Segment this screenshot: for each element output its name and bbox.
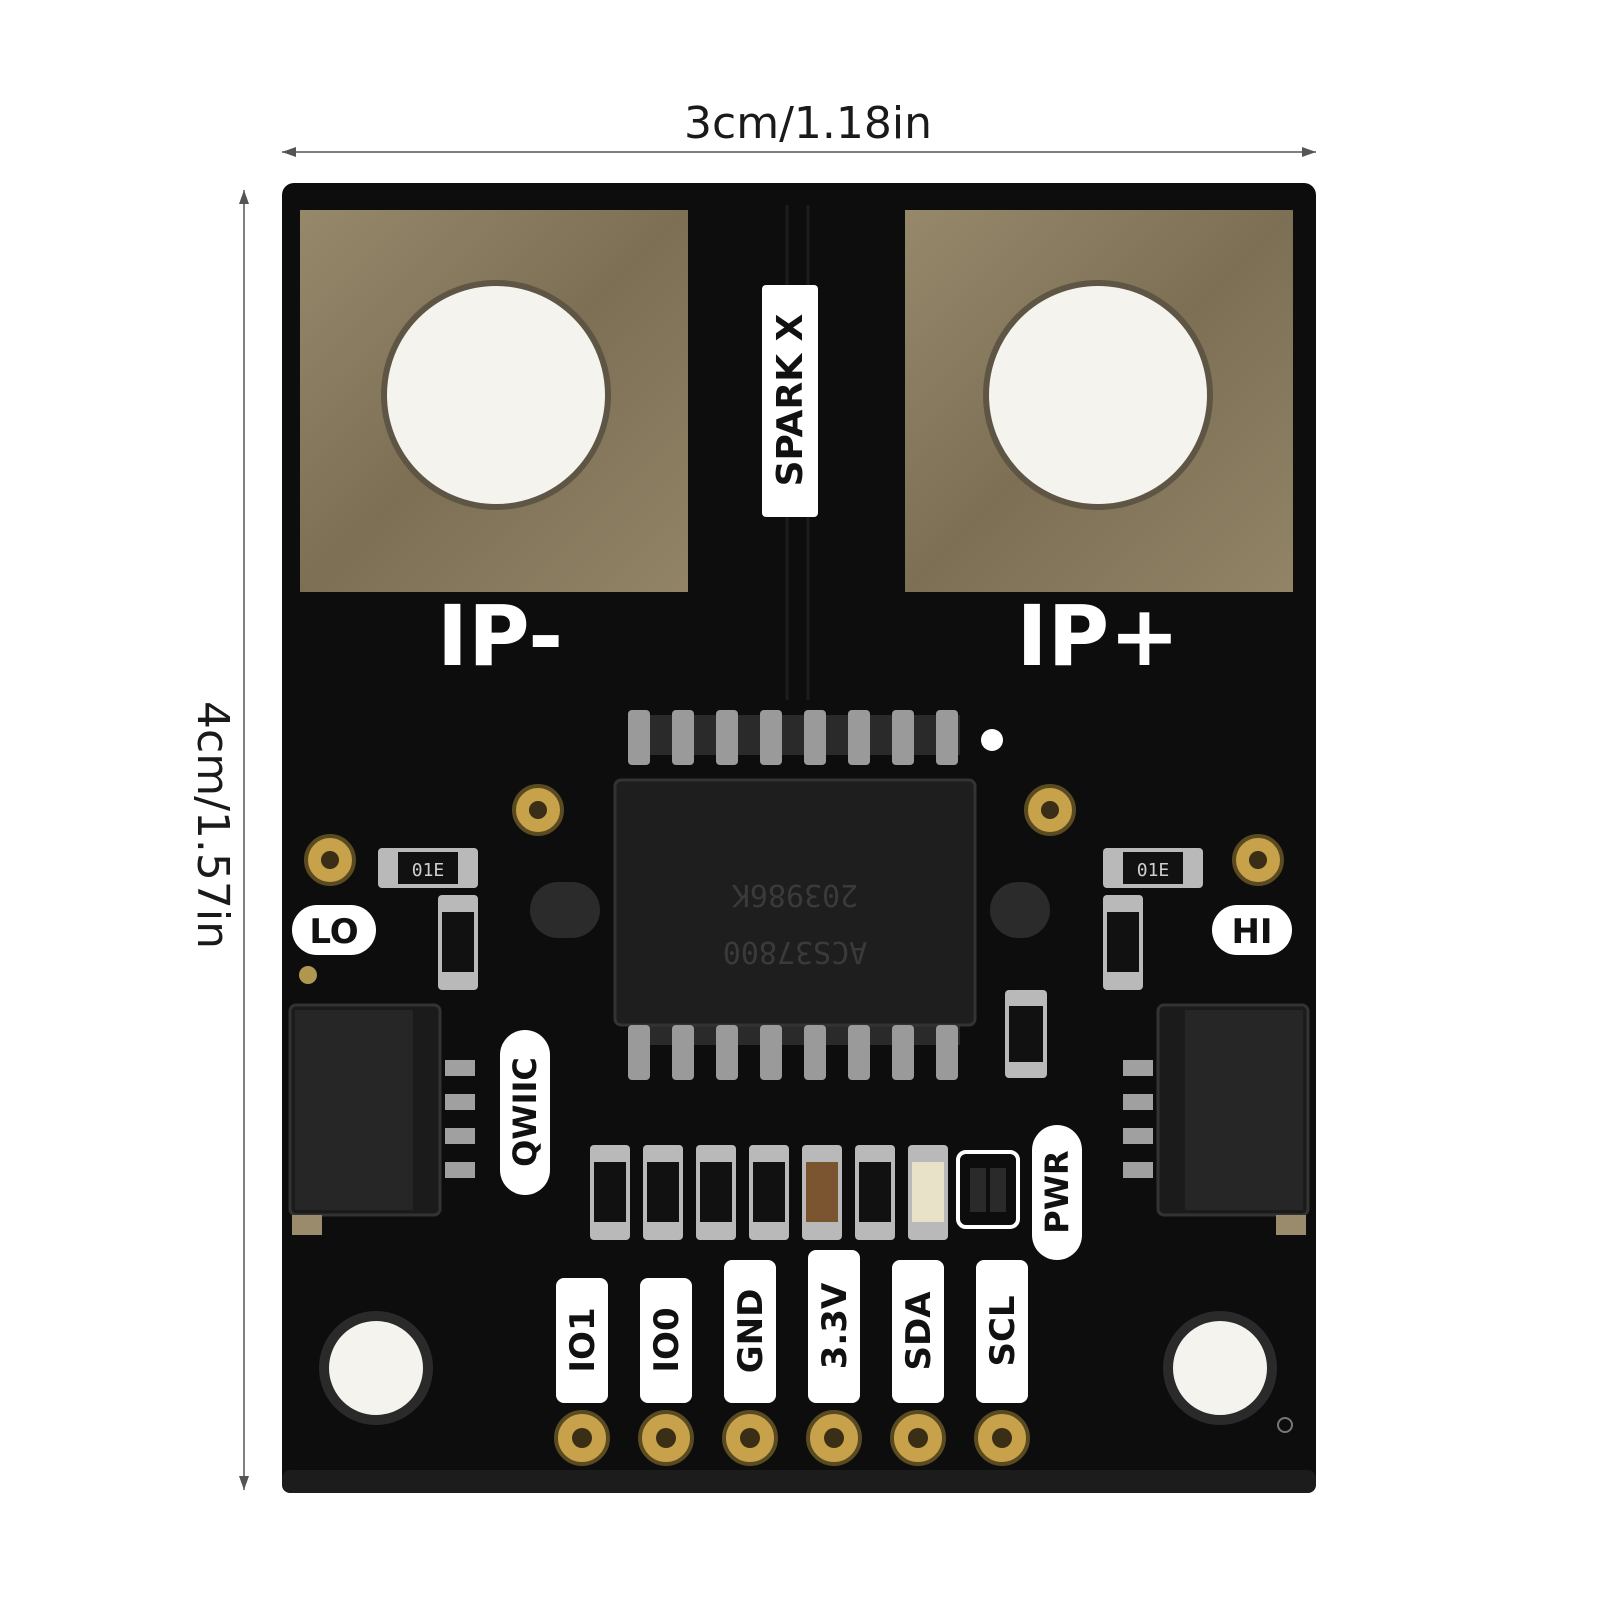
qwiic-connector-right [1123, 1003, 1310, 1235]
header-pins [554, 1410, 1030, 1466]
pin-label-gnd: GND [724, 1260, 776, 1403]
chip-leads-top [628, 710, 958, 765]
resistor-hi-horizontal: 01E [1103, 848, 1203, 888]
resistor-right-chip [1005, 990, 1047, 1078]
resistor-lo-vertical [438, 895, 478, 990]
pwr-badge: PWR [1032, 1125, 1082, 1260]
pin-labels: IO1 IO0 GND 3.3V SDA SCL [556, 1250, 1028, 1403]
svg-text:SCL: SCL [983, 1295, 1023, 1366]
svg-text:SDA: SDA [899, 1291, 939, 1371]
sparkx-logo: SPARK X [762, 285, 818, 517]
width-label: 3cm/1.18in [684, 98, 932, 149]
mounting-hole-left [319, 1311, 433, 1425]
svg-text:IO0: IO0 [647, 1307, 687, 1372]
resistor-hi-vertical [1103, 895, 1143, 990]
pin-label-3v3: 3.3V [808, 1250, 860, 1403]
qwiic-connector-left [288, 1003, 475, 1235]
svg-text:IO1: IO1 [563, 1307, 603, 1372]
svg-text:3.3V: 3.3V [815, 1282, 855, 1369]
pin-label-io1: IO1 [556, 1278, 608, 1403]
pcb-board: SPARK X IP- IP+ ACS37800 203986K [282, 183, 1316, 1493]
svg-text:01E: 01E [412, 860, 445, 881]
svg-text:HI: HI [1231, 912, 1272, 952]
height-dimension: 4cm/1.57in [187, 190, 249, 1490]
qwiic-badge: QWIIC [500, 1030, 550, 1195]
resistor-lo-horizontal: 01E [378, 848, 478, 888]
svg-text:SPARK X: SPARK X [770, 313, 811, 486]
pad-ip-minus [300, 210, 688, 592]
pin1-marker [981, 729, 1003, 751]
resistor-row [590, 1145, 948, 1240]
hi-badge: HI [1212, 905, 1292, 955]
svg-text:GND: GND [731, 1289, 771, 1374]
svg-text:01E: 01E [1137, 860, 1170, 881]
pwr-jumper [956, 1150, 1020, 1229]
pin-label-io0: IO0 [640, 1278, 692, 1403]
chip-leads-bottom [628, 1025, 958, 1080]
svg-text:PWR: PWR [1038, 1150, 1076, 1233]
mounting-hole-right [1163, 1311, 1277, 1425]
width-dimension: 3cm/1.18in [282, 98, 1316, 157]
pin-label-sda: SDA [892, 1260, 944, 1403]
svg-text:LO: LO [309, 912, 358, 952]
ip-minus-label: IP- [437, 587, 563, 685]
height-label: 4cm/1.57in [187, 701, 238, 949]
pin-label-scl: SCL [976, 1260, 1028, 1403]
pad-ip-plus [905, 210, 1293, 592]
svg-text:QWIIC: QWIIC [506, 1057, 544, 1167]
chip-marking-1: ACS37800 [723, 934, 868, 969]
chip-marking-2: 203986K [732, 877, 858, 912]
ip-plus-label: IP+ [1016, 587, 1179, 685]
lo-badge: LO [292, 905, 376, 955]
